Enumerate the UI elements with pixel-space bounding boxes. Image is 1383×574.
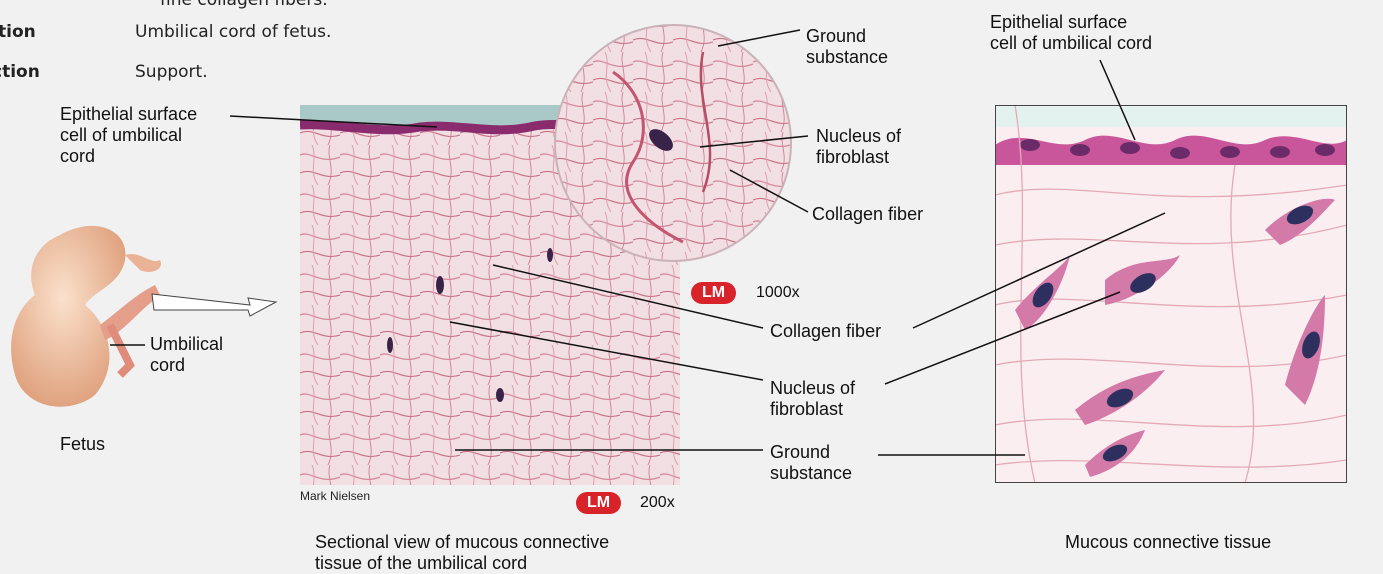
illustration-caption: Mucous connective tissue (1065, 532, 1271, 553)
lm-badge-low: LM (576, 492, 621, 514)
photo-credit: Mark Nielsen (300, 489, 370, 503)
micrograph-caption: Sectional view of mucous connective tiss… (315, 532, 609, 574)
lm-badge-high: LM (691, 282, 736, 304)
ground-substance-label: Ground substance (770, 442, 852, 484)
umbilical-cord-label: Umbilical cord (150, 334, 223, 376)
inset-collagen-label: Collagen fiber (812, 204, 923, 225)
epithelial-label-right: Epithelial surface cell of umbilical cor… (990, 12, 1152, 54)
epithelial-label-left: Epithelial surface cell of umbilical cor… (60, 104, 197, 167)
magnification-low: 200x (640, 494, 675, 512)
collagen-label: Collagen fiber (770, 321, 881, 342)
inset-ground-label: Ground substance (806, 26, 888, 68)
inset-nucleus-label: Nucleus of fibroblast (816, 126, 901, 168)
magnification-high: 1000x (756, 284, 800, 302)
fetus-caption: Fetus (60, 434, 105, 455)
nucleus-label: Nucleus of fibroblast (770, 378, 855, 420)
